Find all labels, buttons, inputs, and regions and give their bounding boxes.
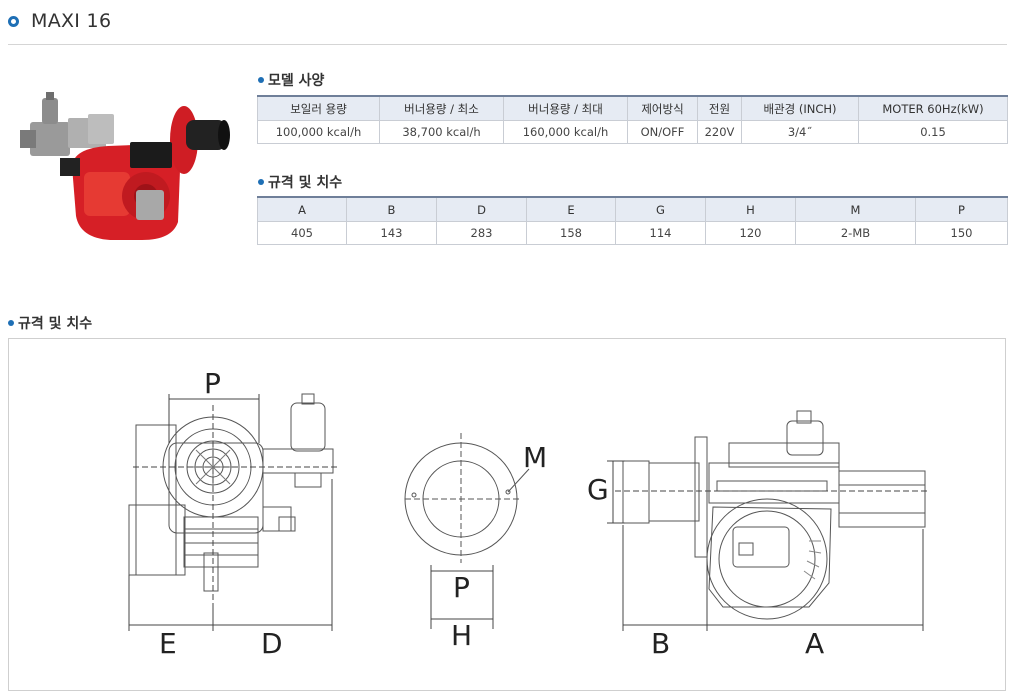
cell-a: 405 — [257, 221, 347, 245]
dimension-table: A B D E G H M P 405 143 283 158 114 120 … — [257, 196, 1008, 245]
label-side-g: G — [587, 473, 609, 506]
col-boiler-capacity: 보일러 용량 — [257, 95, 380, 121]
col-d: D — [436, 196, 527, 222]
flange-view — [404, 433, 530, 563]
cell-pipe-diameter: 3/4˝ — [741, 120, 859, 144]
cell-burner-min: 38,700 kcal/h — [379, 120, 504, 144]
bullet-icon — [8, 320, 14, 326]
cell-motor: 0.15 — [858, 120, 1008, 144]
cell-b: 143 — [346, 221, 437, 245]
col-h: H — [705, 196, 796, 222]
col-pipe-diameter: 배관경 (INCH) — [741, 95, 859, 121]
cell-p: 150 — [915, 221, 1008, 245]
cell-g: 114 — [615, 221, 706, 245]
label-flange-m: M — [523, 441, 547, 474]
table-row: 405 143 283 158 114 120 2-MB 150 — [257, 221, 1008, 245]
table-row: 100,000 kcal/h 38,700 kcal/h 160,000 kca… — [257, 120, 1008, 144]
col-m: M — [795, 196, 916, 222]
title-circle-icon — [8, 15, 19, 27]
cell-boiler-capacity: 100,000 kcal/h — [257, 120, 380, 144]
cell-burner-max: 160,000 kcal/h — [503, 120, 628, 144]
cell-control-method: ON/OFF — [627, 120, 698, 144]
label-front-p: P — [204, 367, 221, 400]
col-p: P — [915, 196, 1008, 222]
section-drawing-label: 규격 및 치수 — [18, 316, 93, 332]
label-side-b: B — [651, 627, 670, 660]
model-table-header-row: 보일러 용량 버너용량 / 최소 버너용량 / 최대 제어방식 전원 배관경 (… — [257, 95, 1008, 121]
bullet-icon — [258, 77, 264, 83]
side-view-dimensions — [607, 460, 927, 631]
section-dimensions-label: 규격 및 치수 — [268, 175, 343, 191]
burner-image-icon — [20, 92, 230, 240]
section-drawing: 규격 및 치수 — [8, 313, 92, 333]
model-spec-table: 보일러 용량 버너용량 / 최소 버너용량 / 최대 제어방식 전원 배관경 (… — [257, 95, 1008, 144]
col-power: 전원 — [697, 95, 742, 121]
cell-h: 120 — [705, 221, 796, 245]
page-title: MAXI 16 — [8, 6, 111, 36]
col-control-method: 제어방식 — [627, 95, 698, 121]
col-motor: MOTER 60Hz(kW) — [858, 95, 1008, 121]
technical-drawing: P E D M P H G B A — [128, 367, 927, 660]
col-e: E — [526, 196, 616, 222]
section-model-spec-label: 모델 사양 — [268, 73, 325, 89]
bullet-icon — [258, 179, 264, 185]
dimension-drawing: P E D M P H G B A — [8, 338, 1006, 691]
cell-e: 158 — [526, 221, 616, 245]
front-view — [128, 393, 334, 592]
section-dimensions: 규격 및 치수 — [258, 172, 342, 192]
dimension-table-header-row: A B D E G H M P — [257, 196, 1008, 222]
product-photo — [20, 92, 230, 240]
col-g: G — [615, 196, 706, 222]
label-flange-h: H — [451, 619, 472, 652]
front-view-dimensions — [128, 394, 339, 631]
cell-d: 283 — [436, 221, 527, 245]
label-flange-p: P — [453, 571, 470, 604]
section-model-spec: 모델 사양 — [258, 70, 324, 90]
cell-power: 220V — [697, 120, 742, 144]
col-burner-max: 버너용량 / 최대 — [503, 95, 628, 121]
page-title-text: MAXI 16 — [31, 10, 112, 32]
label-side-a: A — [805, 627, 824, 660]
col-a: A — [257, 196, 347, 222]
side-view — [622, 410, 926, 620]
label-front-e: E — [159, 627, 177, 660]
col-b: B — [346, 196, 437, 222]
flange-view-dimensions — [430, 565, 494, 629]
label-front-d: D — [261, 627, 283, 660]
cell-m: 2-MB — [795, 221, 916, 245]
title-divider — [8, 44, 1007, 45]
col-burner-min: 버너용량 / 최소 — [379, 95, 504, 121]
